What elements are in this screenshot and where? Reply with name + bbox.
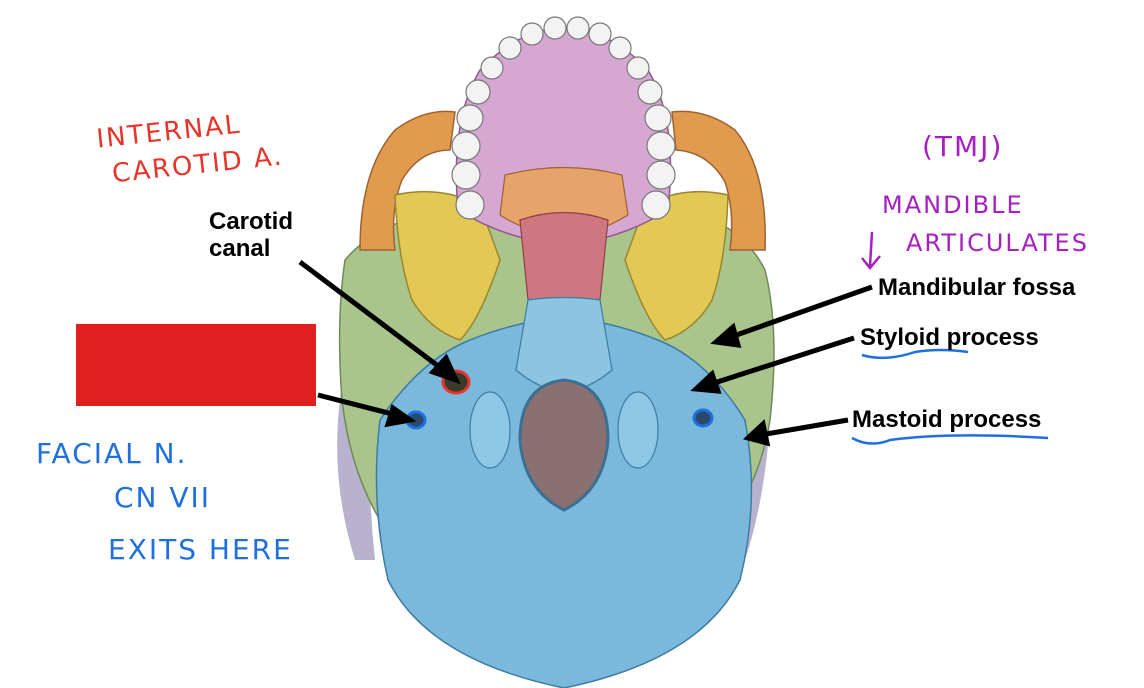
occipital-condyle-left <box>469 391 511 469</box>
pointer-carotid-canal <box>298 260 448 374</box>
carotid-canal-label: Carotid canal <box>209 208 293 262</box>
styloid-process-label: Styloid process <box>860 324 1039 351</box>
pointer-styloid-process <box>707 335 855 388</box>
arrowhead-styloid-process <box>690 369 722 394</box>
arrowhead-carotid-canal <box>428 353 461 385</box>
mandible-articulates-note: MANDIBLE ARTICULATES <box>882 191 1089 257</box>
arrowhead-stylomastoid <box>384 403 417 428</box>
foramen-magnum <box>518 378 610 512</box>
arrowhead-mastoid-process <box>742 419 771 447</box>
mandibular-fossa-label: Mandibular fossa <box>878 274 1076 301</box>
redaction-box <box>76 324 316 406</box>
facial-nerve-note: FACIAL N. CN VII EXITS HERE <box>36 437 293 566</box>
underline-mastoid <box>851 434 1049 445</box>
pointer-mastoid-process <box>759 417 849 438</box>
pointer-stylomastoid <box>317 392 401 419</box>
stylomastoid-circle-right <box>692 408 714 428</box>
basiocciput <box>515 296 613 393</box>
mastoid-process-label: Mastoid process <box>852 406 1042 433</box>
occipital-condyle-right <box>617 391 659 469</box>
purple-arrow <box>861 231 881 270</box>
teeth <box>451 16 676 220</box>
pointer-mandibular-fossa <box>727 284 873 341</box>
arrowhead-mandibular-fossa <box>710 322 742 348</box>
tmj-note: (TMJ) <box>922 130 1004 163</box>
underline-styloid <box>861 348 969 360</box>
zygomatic-arch-right <box>671 110 766 251</box>
